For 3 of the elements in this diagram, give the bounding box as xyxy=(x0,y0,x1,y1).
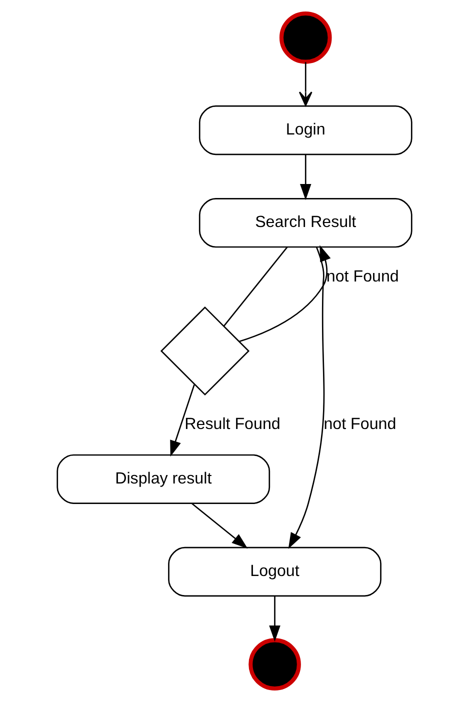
edge-label: not Found xyxy=(326,267,399,286)
edge-label: not Found xyxy=(324,414,396,433)
edge-label: Result Found xyxy=(184,414,280,433)
